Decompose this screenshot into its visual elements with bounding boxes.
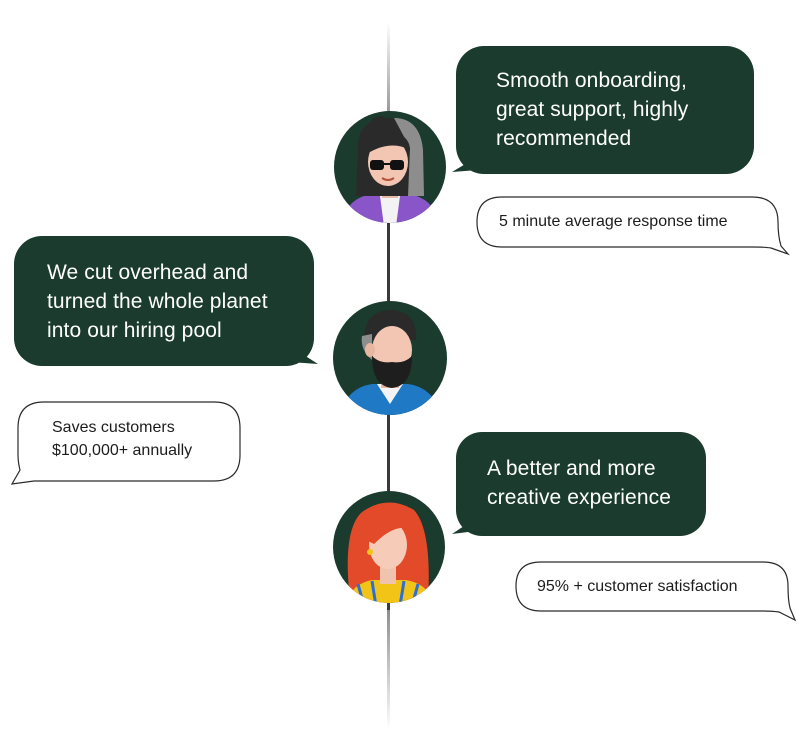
quote-text-1: Smooth onboarding, great support, highly…: [496, 66, 688, 153]
quote-line: recommended: [496, 127, 632, 150]
stat-line: 95% + customer satisfaction: [537, 578, 738, 595]
red-haired-woman-avatar: [333, 491, 445, 603]
stat-line: Saves customers: [52, 419, 175, 436]
quote-line: creative experience: [487, 486, 671, 509]
quote-bubble-2: [14, 236, 318, 366]
stat-line: $100,000+ annually: [52, 442, 193, 459]
timeline-line-bottom: [387, 610, 390, 730]
stat-bubble-2: [10, 401, 241, 485]
stat-bubble-3: [515, 561, 797, 622]
stat-text-3: 95% + customer satisfaction: [537, 575, 738, 598]
quote-line: A better and more: [487, 457, 656, 480]
quote-text-3: A better and more creative experience: [487, 454, 671, 512]
quote-line: turned the whole planet: [47, 290, 268, 313]
woman-topknot-sunglasses-avatar: [334, 111, 446, 223]
stat-text-1: 5 minute average response time: [499, 210, 728, 233]
timeline-line-top: [387, 22, 390, 122]
stat-line: 5 minute average response time: [499, 213, 728, 230]
quote-text-2: We cut overhead and turned the whole pla…: [47, 258, 268, 345]
quote-line: into our hiring pool: [47, 319, 222, 342]
quote-line: Smooth onboarding,: [496, 69, 687, 92]
quote-line: great support, highly: [496, 98, 689, 121]
bearded-man-avatar: [333, 301, 447, 415]
quote-bubble-1: [452, 46, 754, 174]
quote-bubble-3: [452, 432, 706, 536]
stat-text-2: Saves customers $100,000+ annually: [52, 416, 192, 462]
stat-bubble-1: [476, 196, 790, 256]
quote-line: We cut overhead and: [47, 261, 249, 284]
